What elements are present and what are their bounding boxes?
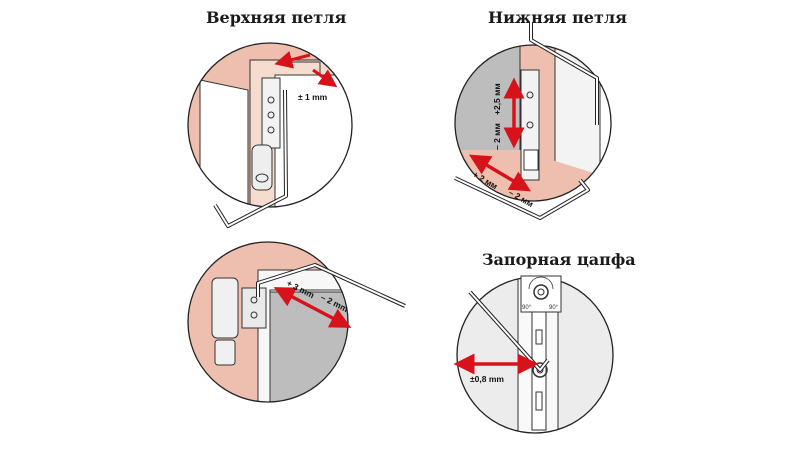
top-hinge-arrow-upper [274,51,311,69]
title-top-hinge: Верхняя петля [206,8,347,27]
side-hinge-panel: + 3 mm – 2 mm [187,241,406,403]
locking-pin-label: ±0,8 mm [470,374,504,384]
top-hinge-panel: ± 1 mm [187,42,353,228]
title-locking-pin: Запорная цапфа [482,250,636,269]
bottom-hinge-down-label: – 2 мм [492,123,502,150]
pin-detail-inset [520,275,562,313]
top-hinge-label: ± 1 mm [298,92,328,102]
side-hinge-arrow [273,287,352,328]
bottom-hinge-horizontal-arrow [468,154,532,192]
top-hinge-arrow-lower [312,68,338,88]
pin-angle-left-label: 90° [522,305,532,311]
locking-pin-panel: 90° 90° ±0,8 mm [453,275,614,434]
bottom-hinge-up-label: +2,5 мм [492,83,502,115]
pin-angle-right-label: 90° [549,305,559,311]
title-bottom-hinge: Нижняя петля [488,8,627,27]
bottom-hinge-panel: +2,5 мм – 2 мм + 2 мм – 2 мм [454,22,612,220]
